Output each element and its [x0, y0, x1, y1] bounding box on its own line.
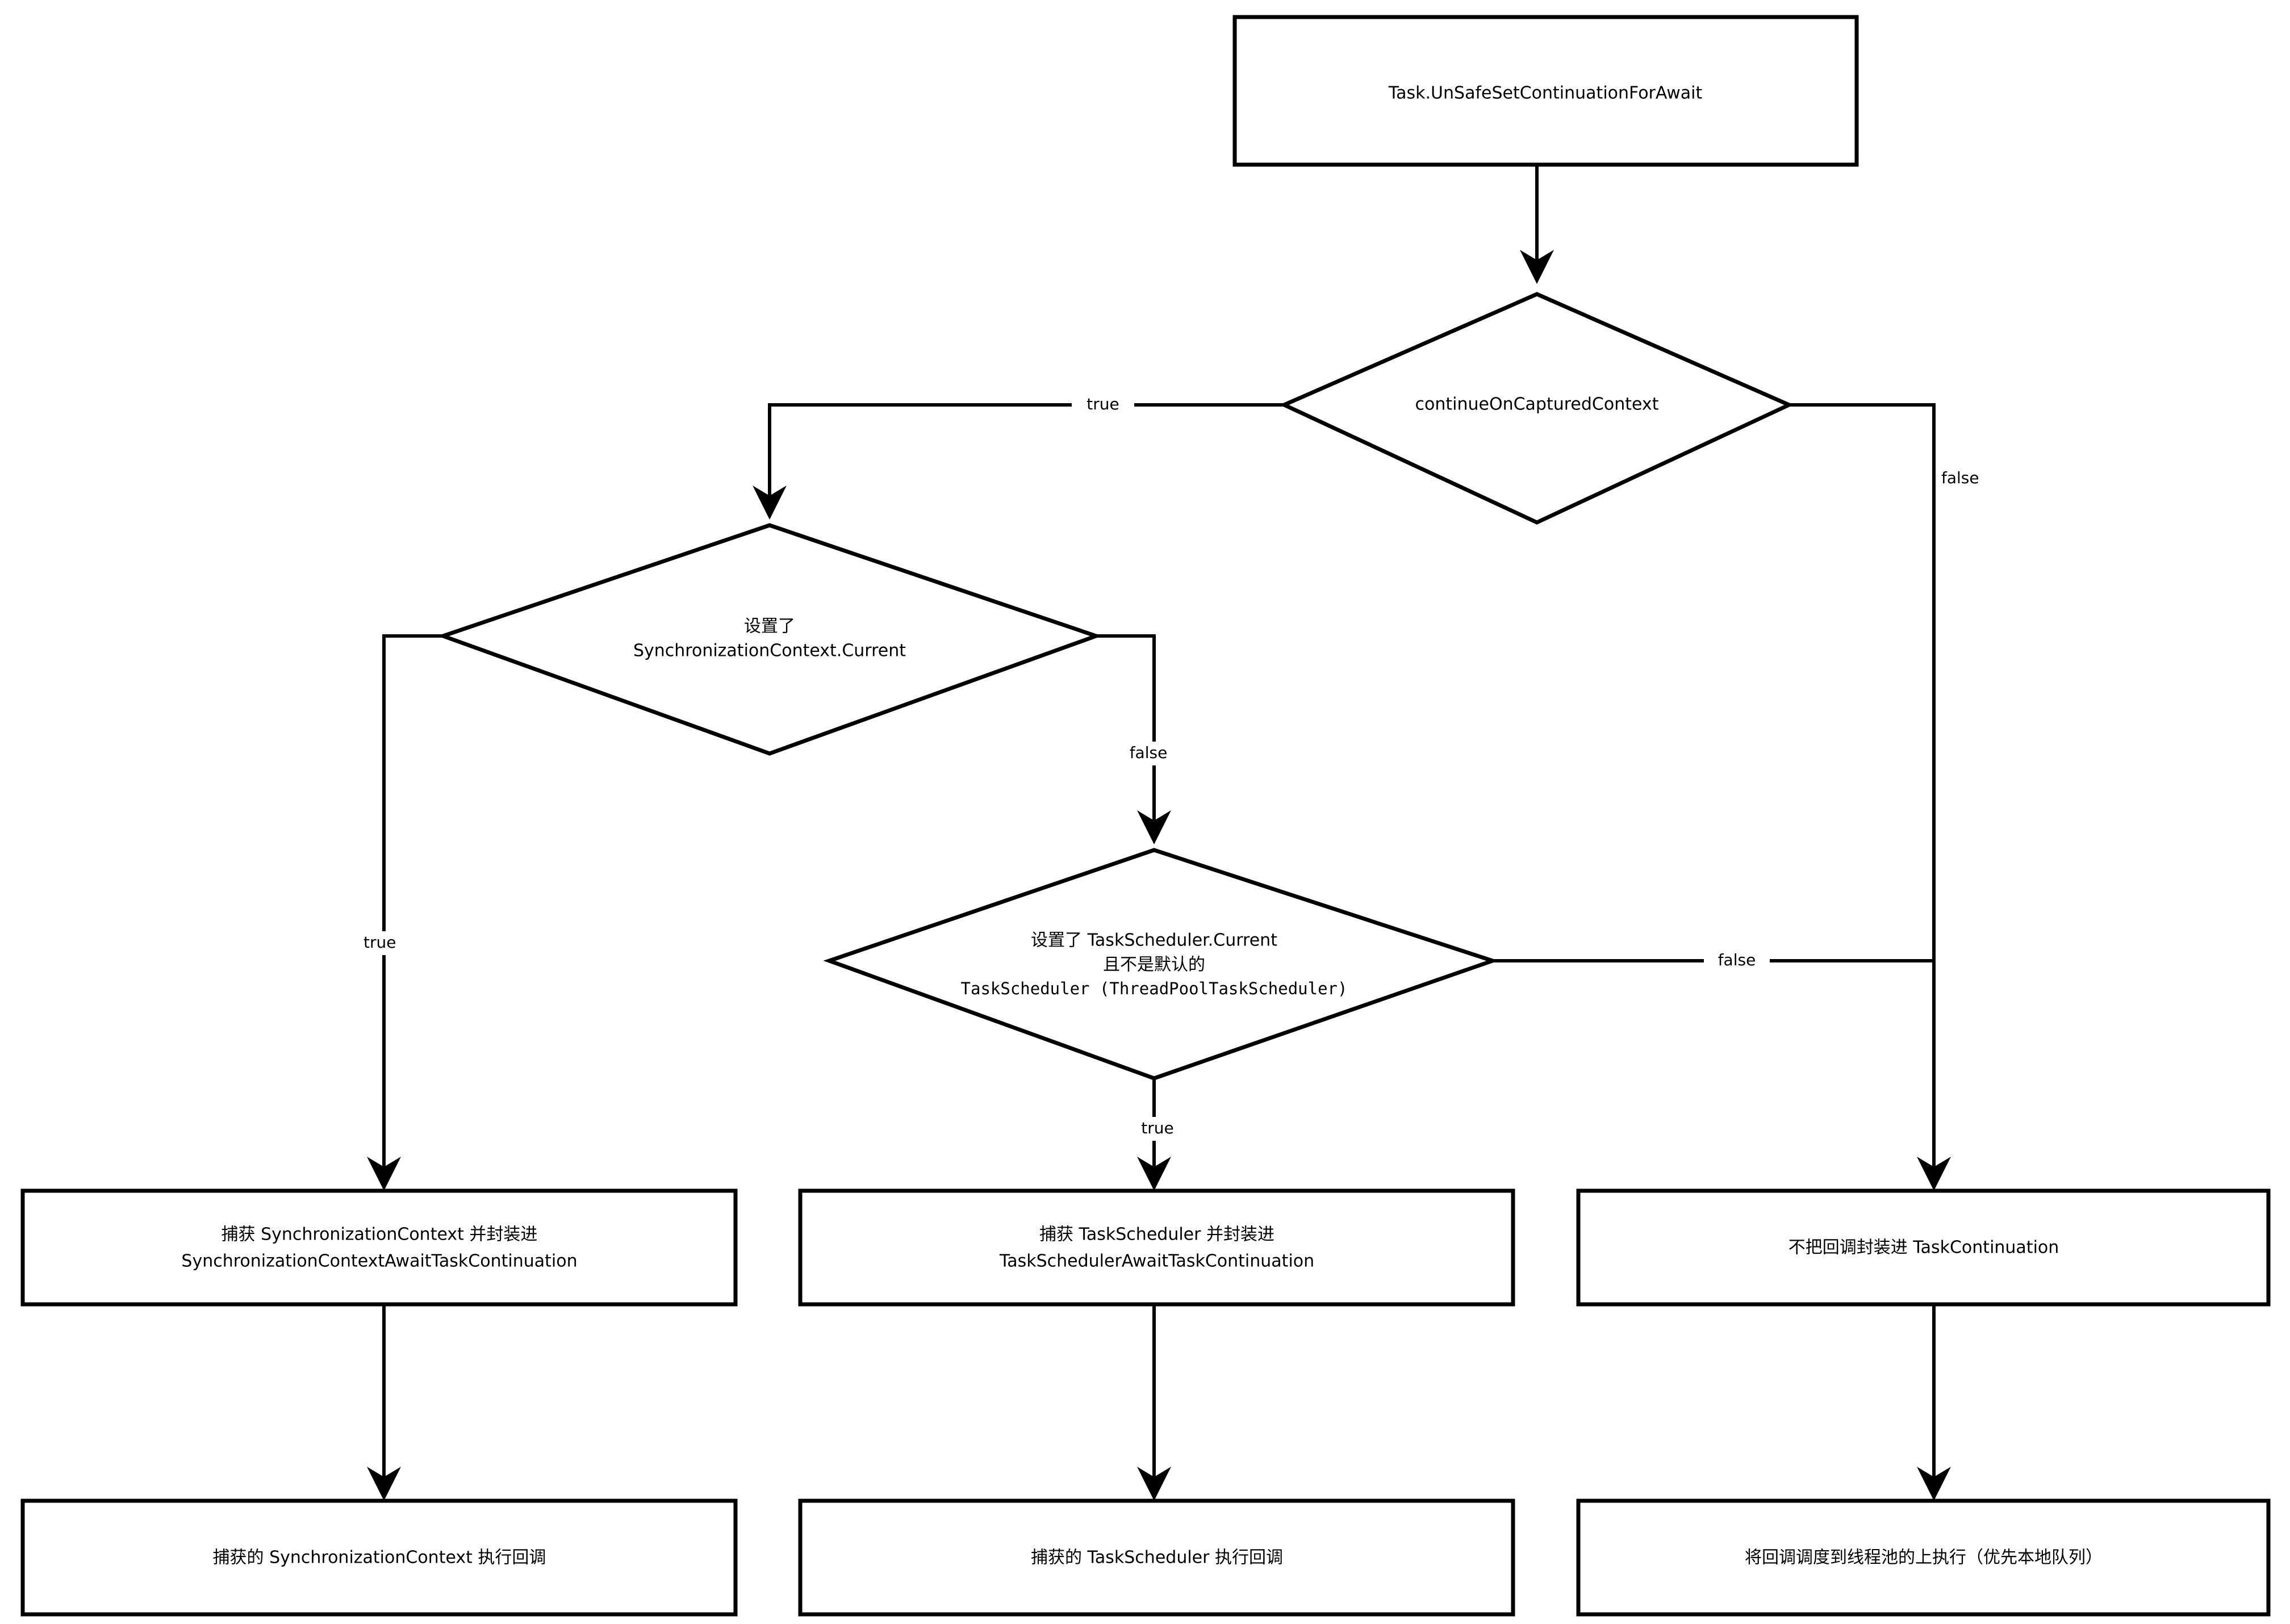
edge-start-to-cocc [1520, 165, 1554, 284]
node-capture-sync-line2: SynchronizationContextAwaitTaskContinuat… [181, 1252, 577, 1271]
edge-label-sched-true: true [1141, 1119, 1173, 1137]
node-sched-label-line2: 且不是默认的 [1103, 955, 1205, 975]
node-result-threadpool-shape[interactable] [1576, 1499, 2271, 1617]
node-result-thread-pool[interactable]: 将回调调度到线程池的上执行（优先本地队列） [1576, 1499, 2271, 1617]
node-action-capture-sync-context[interactable]: 捕获 SynchronizationContext 并封装进 Synchroni… [20, 1188, 738, 1307]
node-decision-sync-context[interactable]: 设置了 SynchronizationContext.Current [437, 523, 1102, 756]
node-decision-continue-on-captured-context[interactable]: continueOnCapturedContext [1279, 292, 1794, 525]
node-no-wrap-shape[interactable] [1576, 1188, 2271, 1307]
edge-label-sched-true-bg [1130, 1117, 1185, 1141]
node-sync-label-line2: SynchronizationContext.Current [633, 641, 906, 661]
node-sync-label-line1: 设置了 [744, 617, 795, 637]
edge-label-sched-false-bg [1704, 949, 1770, 973]
edge-label-cocc-false: false [1941, 468, 1979, 487]
node-result-sync-shape[interactable] [20, 1499, 738, 1617]
node-cocc-shape[interactable] [1279, 292, 1794, 525]
node-result-sync-line1: 捕获的 SynchronizationContext 执行回调 [213, 1548, 546, 1568]
edge-capture-sched-to-result-sched [1137, 1304, 1171, 1501]
edge-label-sched-false: false [1718, 951, 1756, 969]
node-result-sched-shape[interactable] [798, 1499, 1515, 1617]
edge-sync-true-to-capture-sync: true [358, 634, 443, 1191]
node-action-no-wrap[interactable]: 不把回调封装进 TaskContinuation [1576, 1188, 2271, 1307]
edge-no-wrap-to-result-threadpool [1917, 1304, 1951, 1501]
node-result-sync-context[interactable]: 捕获的 SynchronizationContext 执行回调 [20, 1499, 738, 1617]
edge-cocc-true-to-sync: true [753, 393, 1284, 520]
node-capture-sched-line1: 捕获 TaskScheduler 并封装进 [1039, 1225, 1274, 1245]
edge-label-sync-false: false [1130, 743, 1168, 762]
node-capture-sched-line2: TaskSchedulerAwaitTaskContinuation [999, 1252, 1314, 1271]
edge-label-cocc-true: true [1087, 395, 1119, 413]
node-start-shape[interactable] [1232, 15, 1859, 167]
edge-sync-false-to-sched: false [1096, 634, 1179, 844]
edge-sched-false-to-right-column: false [1493, 949, 1934, 973]
node-sched-label-line3: TaskScheduler (ThreadPoolTaskScheduler) [961, 979, 1348, 998]
node-capture-sched-shape[interactable] [798, 1188, 1515, 1307]
node-result-threadpool-line1: 将回调调度到线程池的上执行（优先本地队列） [1745, 1548, 2103, 1568]
node-action-capture-task-scheduler[interactable]: 捕获 TaskScheduler 并封装进 TaskSchedulerAwait… [798, 1188, 1515, 1307]
node-sched-label-line1: 设置了 TaskScheduler.Current [1031, 931, 1277, 951]
edge-capture-sync-to-result-sync [367, 1304, 401, 1501]
node-capture-sync-line1: 捕获 SynchronizationContext 并封装进 [222, 1225, 538, 1245]
node-result-task-scheduler[interactable]: 捕获的 TaskScheduler 执行回调 [798, 1499, 1515, 1617]
edge-label-sync-true: true [363, 933, 396, 952]
node-capture-sync-shape[interactable] [20, 1188, 738, 1307]
node-decision-task-scheduler[interactable]: 设置了 TaskScheduler.Current 且不是默认的 TaskSch… [823, 848, 1499, 1081]
edge-label-sync-true-bg [358, 931, 412, 955]
edge-label-cocc-true-bg [1072, 393, 1134, 417]
edge-sched-true-to-capture-sched: true [1130, 1058, 1185, 1191]
edge-cocc-false-to-no-wrap: false [1789, 403, 1979, 1191]
node-no-wrap-line1: 不把回调封装进 TaskContinuation [1788, 1238, 2059, 1258]
node-sched-shape[interactable] [823, 848, 1499, 1081]
node-start[interactable]: Task.UnSafeSetContinuationForAwait [1232, 15, 1859, 167]
edge-label-sync-false-bg [1118, 742, 1179, 765]
node-cocc-label: continueOnCapturedContext [1415, 395, 1659, 415]
node-result-sched-line1: 捕获的 TaskScheduler 执行回调 [1031, 1548, 1283, 1568]
node-start-label: Task.UnSafeSetContinuationForAwait [1388, 83, 1703, 103]
node-sync-shape[interactable] [437, 523, 1102, 756]
